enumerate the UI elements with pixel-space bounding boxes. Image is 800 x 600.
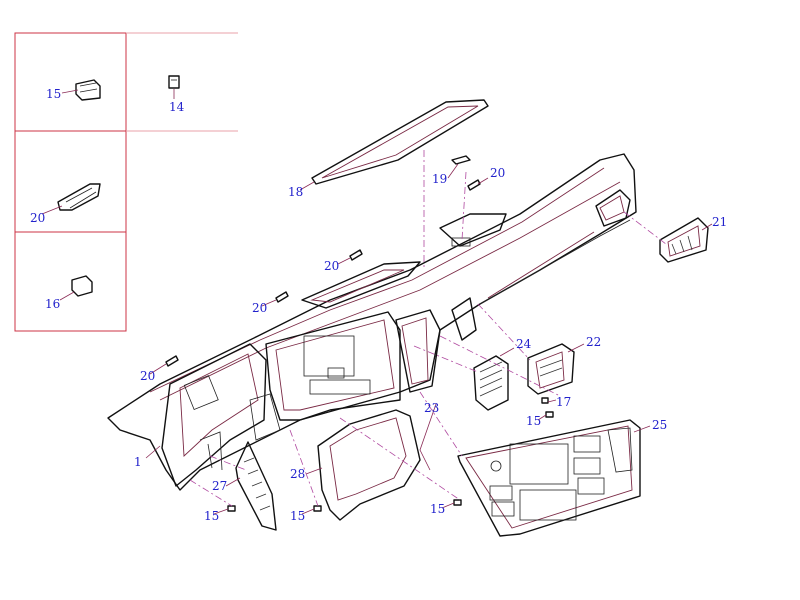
callout-25: 25: [652, 418, 667, 432]
part-25-control-panel: [457, 419, 651, 537]
inset-label-20: 20: [30, 211, 45, 225]
inset-label-15: 15: [46, 87, 61, 101]
part-28-cluster-bezel: [305, 409, 421, 521]
part-19-cap: [447, 155, 471, 179]
clips-20: [149, 177, 489, 375]
part-21-right-vent: [659, 217, 713, 263]
part-18-gasket: [299, 99, 489, 191]
callout-23: 23: [424, 401, 439, 415]
inset-panel: [14, 32, 238, 332]
inset-label-16: 16: [45, 297, 60, 311]
callout-15: 15: [204, 509, 219, 523]
callout-labels: 15 14 20 16 1 15 15 15 15 17 18 19 20 20…: [30, 87, 727, 523]
assembly-lines: [145, 150, 667, 507]
inset-clip-14-drawing: [168, 75, 180, 99]
clip-17: [541, 397, 557, 404]
callout-18: 18: [288, 185, 303, 199]
callout-22: 22: [586, 335, 601, 349]
part-1-dashboard-body: [107, 153, 637, 491]
callout-15: 15: [430, 502, 445, 516]
callout-20: 20: [140, 369, 155, 383]
clip-15-c: [441, 499, 462, 509]
callout-21: 21: [712, 215, 727, 229]
part-24-grille: [473, 347, 515, 411]
callout-28: 28: [290, 467, 305, 481]
callout-27: 27: [212, 479, 227, 493]
inset-label-14: 14: [169, 100, 185, 114]
part-22-center-vent: [527, 343, 585, 395]
callout-24: 24: [516, 337, 532, 351]
clip-15-b: [301, 505, 322, 515]
inset-clip-16-drawing: [59, 275, 93, 301]
callout-1: 1: [134, 455, 142, 469]
callout-15: 15: [526, 414, 541, 428]
callout-20: 20: [490, 166, 505, 180]
callout-15: 15: [290, 509, 305, 523]
callout-19: 19: [432, 172, 447, 186]
callout-20: 20: [324, 259, 339, 273]
inset-clip-20-drawing: [41, 183, 101, 215]
callout-17: 17: [556, 395, 571, 409]
callout-20: 20: [252, 301, 267, 315]
clip-15-d: [537, 411, 554, 421]
inset-clip-15-drawing: [61, 79, 101, 101]
part-27-side-vent: [225, 441, 277, 531]
